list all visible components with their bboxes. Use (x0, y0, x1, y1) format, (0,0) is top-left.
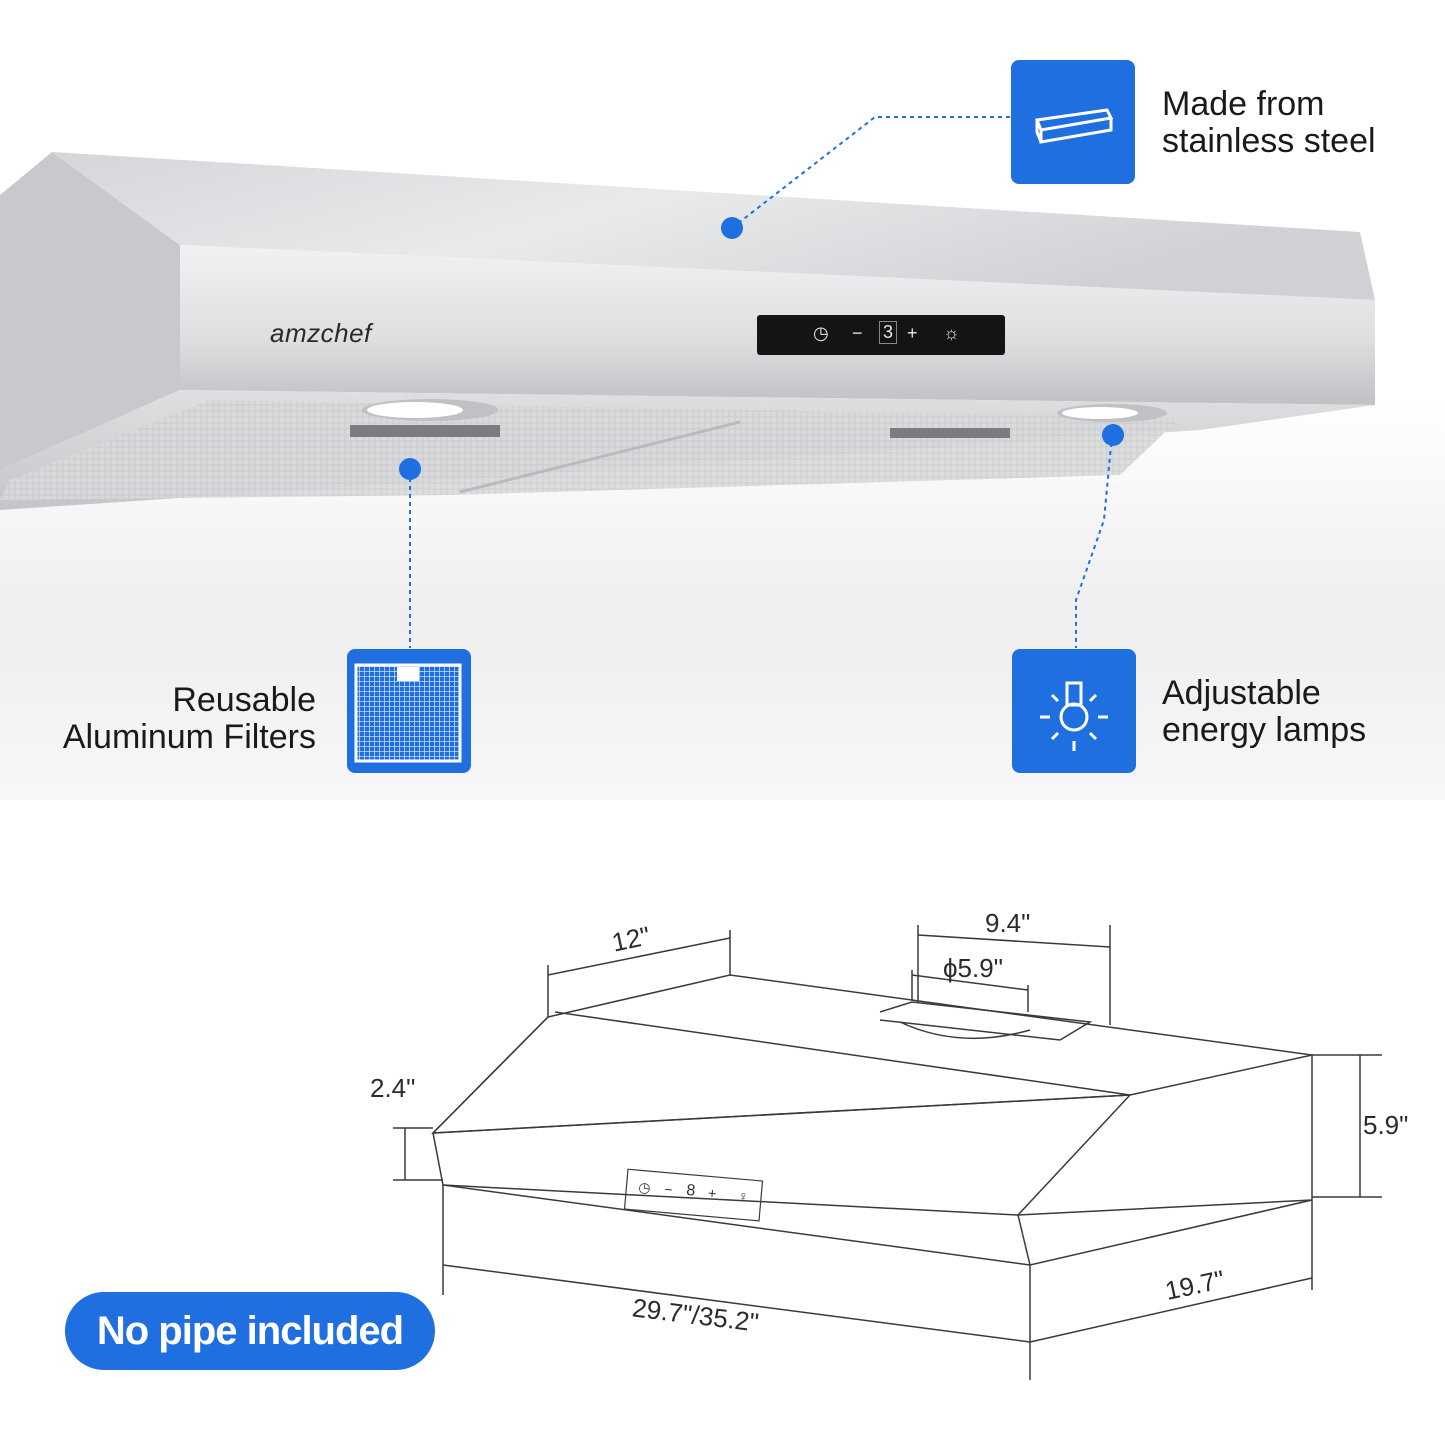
diagram-timer-icon: ◷ (637, 1178, 652, 1196)
dim-duct-width: 9.4" (985, 908, 1031, 938)
steel-icon-box (1011, 60, 1135, 184)
steel-feature-text: Made from stainless steel (1162, 85, 1376, 160)
diagram-plus: + (707, 1184, 718, 1202)
dim-duct-diameter: ϕ5.9" (943, 953, 1003, 983)
lamp-icon-box (1012, 649, 1136, 773)
light-icon: ☼ (943, 323, 960, 343)
minus-button: − (852, 323, 863, 343)
plus-button: + (907, 323, 918, 343)
diagram-minus: − (663, 1180, 674, 1198)
dim-front-height: 2.4" (370, 1073, 416, 1103)
filter-callout-dot (399, 458, 421, 480)
steel-callout-dot (721, 217, 743, 239)
lamp-callout-dot (1102, 424, 1124, 446)
dimension-drawing (393, 925, 1382, 1380)
brand-logo: amzchef (270, 318, 372, 348)
lamps-feature-text: Adjustable energy lamps (1162, 674, 1367, 749)
dim-total-height: 5.9" (1363, 1110, 1409, 1140)
timer-icon: ◷ (813, 323, 829, 343)
speed-display: 3 (879, 321, 898, 344)
hood-control-panel: ◷ − 3 + ☼ (757, 315, 1005, 355)
steel-panel-icon (1034, 108, 1114, 144)
filters-feature-text: Reusable Aluminum Filters (62, 681, 316, 756)
mesh-filter-icon (354, 663, 462, 763)
light-bulb-icon (1040, 681, 1108, 751)
filter-icon-box (347, 649, 471, 773)
diagram-display: 8 (685, 1181, 696, 1200)
no-pipe-badge: No pipe included (65, 1292, 435, 1370)
diagram-light-icon: ♀ (737, 1187, 750, 1205)
